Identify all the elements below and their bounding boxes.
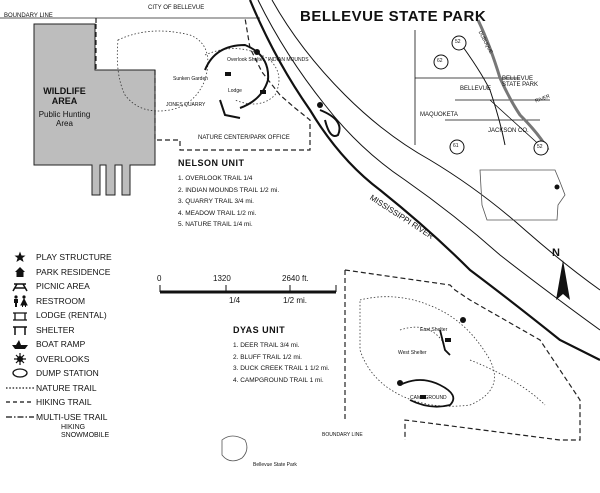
boundary-label-bottom: BOUNDARY LINE (322, 432, 363, 438)
lodge-icon (4, 309, 36, 322)
dyas-trail-item: 4. CAMPGROUND TRAIL 1 mi. (233, 376, 324, 384)
wildlife-area-label: WILDLIFE AREA (43, 86, 86, 106)
legend-row-dump-station: DUMP STATION (4, 366, 112, 381)
dyas-trail-item: 1. DEER TRAIL 3/4 mi. (233, 342, 300, 349)
legend-row-picnic: PICNIC AREA (4, 279, 112, 294)
inset-maquoketa-label: MAQUOKETA (420, 112, 458, 118)
inset-bellevue-label: BELLEVUE (460, 86, 492, 92)
residence-icon (4, 265, 36, 278)
nelson-trail-item: 4. MEADOW TRAIL 1/2 mi. (178, 209, 257, 217)
legend-sub-snowmobile: SNOWMOBILE (61, 432, 110, 439)
legend-label: NATURE TRAIL (36, 382, 97, 393)
footer-text: Bellevue State Park (253, 462, 297, 468)
dyas-trail-list: 1. DEER TRAIL 3/4 mi. 2. BLUFF TRAIL 1/2… (233, 340, 329, 386)
picnic-icon (4, 280, 36, 293)
jones-quarry-label: JONES QUARRY (166, 102, 206, 108)
nelson-trail-item: 2. INDIAN MOUNDS TRAIL 1/2 mi. (178, 186, 280, 194)
overlook-shelter-label: Overlook Shelter (227, 57, 265, 63)
scale-sub-quarter: 1/4 (229, 296, 241, 305)
nelson-trail-item: 1. OVERLOOK TRAIL 1/4 (178, 175, 253, 182)
inset-route-52-south: 52 (537, 144, 543, 150)
legend-label: BOAT RAMP (36, 339, 86, 350)
legend-row-hiking-trail: HIKING TRAIL (4, 395, 112, 410)
restroom-icon (4, 294, 36, 307)
legend-row-nature-trail: NATURE TRAIL (4, 381, 112, 396)
shelter-icon (4, 323, 36, 336)
legend-row-boat-ramp: BOAT RAMP (4, 337, 112, 352)
scale-tick-1320: 1320 (213, 274, 231, 283)
dyas-trail-network (359, 296, 546, 407)
nelson-roads (204, 43, 341, 137)
west-shelter-label: West Shelter (398, 350, 427, 356)
scale-bar (159, 285, 337, 294)
scale-tick-2640: 2640 ft. (282, 274, 309, 283)
dump-station-icon (4, 367, 36, 380)
legend-sub-hiking: HIKING (61, 424, 86, 431)
north-arrow (556, 260, 570, 300)
star-icon (4, 251, 36, 264)
legend-label: DUMP STATION (36, 368, 99, 379)
legend-row-shelter: SHELTER (4, 323, 112, 338)
nelson-boundary (95, 17, 311, 151)
legend-label: RESTROOM (36, 295, 86, 306)
dyas-trail-item: 2. BLUFF TRAIL 1/2 mi. (233, 353, 302, 361)
legend-row-multi-use-trail: MULTI-USE TRAIL (4, 410, 112, 425)
page-title: BELLEVUE STATE PARK (300, 8, 487, 25)
legend-label: MULTI-USE TRAIL (36, 411, 108, 422)
map-icons (225, 49, 466, 399)
map-legend: PLAY STRUCTURE PARK RESIDENCE PICNIC ARE… (4, 250, 112, 440)
boundary-label-top: BOUNDARY LINE (4, 13, 53, 19)
dyas-boundary (344, 269, 581, 441)
nelson-trail-item: 3. QUARRY TRAIL 3/4 mi. (178, 198, 254, 205)
indian-mounds-label: INDIAN MOUNDS (268, 57, 309, 63)
nelson-unit-title: NELSON UNIT (178, 158, 245, 168)
river-bank-east (271, 0, 600, 291)
legend-label: HIKING TRAIL (36, 397, 92, 408)
dyas-trail-item: 3. DUCK CREEK TRAIL 1 1/2 mi. (233, 365, 330, 372)
nature-center-label: NATURE CENTER/PARK OFFICE (198, 135, 290, 141)
nelson-trail-network (116, 30, 280, 112)
multi-use-trail-icon (4, 410, 36, 423)
scale-sub-half: 1/2 mi. (283, 296, 308, 305)
dyas-roads (399, 329, 455, 408)
legend-row-overlook: OVERLOOKS (4, 352, 112, 367)
campground-label: CAMPGROUND (410, 395, 447, 401)
footer-logo (221, 435, 248, 462)
legend-row-residence: PARK RESIDENCE (4, 265, 112, 280)
nature-trail-icon (4, 381, 36, 394)
city-label: CITY OF BELLEVUE (148, 5, 205, 11)
legend-label: PICNIC AREA (36, 281, 90, 292)
inset-route-52: 52 (455, 39, 461, 45)
legend-row-play-structure: PLAY STRUCTURE (4, 250, 112, 265)
overlook-icon (4, 352, 36, 365)
inset-park-label: BELLEVUE STATE PARK (502, 76, 539, 88)
inset-route-62: 62 (437, 58, 443, 64)
inset-route-61: 61 (453, 143, 459, 149)
iowa-outline (479, 169, 566, 221)
east-shelter-label: East Shelter (420, 327, 448, 333)
scale-tick-0: 0 (157, 274, 162, 283)
dyas-unit-title: DYAS UNIT (233, 325, 286, 335)
legend-label: LODGE (RENTAL) (36, 310, 107, 321)
legend-label: SHELTER (36, 324, 75, 335)
legend-label: PLAY STRUCTURE (36, 252, 112, 263)
sunken-garden-label: Sunken Garden (173, 76, 209, 82)
legend-label: OVERLOOKS (36, 353, 90, 364)
nelson-trail-item: 5. NATURE TRAIL 1/4 mi. (178, 221, 253, 228)
hiking-trail-icon (4, 396, 36, 409)
lodge-label: Lodge (228, 88, 242, 94)
legend-label: PARK RESIDENCE (36, 266, 111, 277)
legend-row-restroom: RESTROOM (4, 294, 112, 309)
river-bank-west (257, 0, 600, 331)
highway-52 (248, 0, 600, 361)
north-label: N (552, 247, 560, 259)
boat-ramp-icon (4, 338, 36, 351)
public-hunting-label: Public Hunting Area (38, 110, 91, 128)
iowa-location-dot (554, 184, 560, 190)
inset-jackson-label: JACKSON CO. (488, 128, 529, 134)
inset-map (414, 19, 550, 156)
nelson-trail-list: 1. OVERLOOK TRAIL 1/4 2. INDIAN MOUNDS T… (178, 173, 279, 231)
legend-row-lodge: LODGE (RENTAL) (4, 308, 112, 323)
